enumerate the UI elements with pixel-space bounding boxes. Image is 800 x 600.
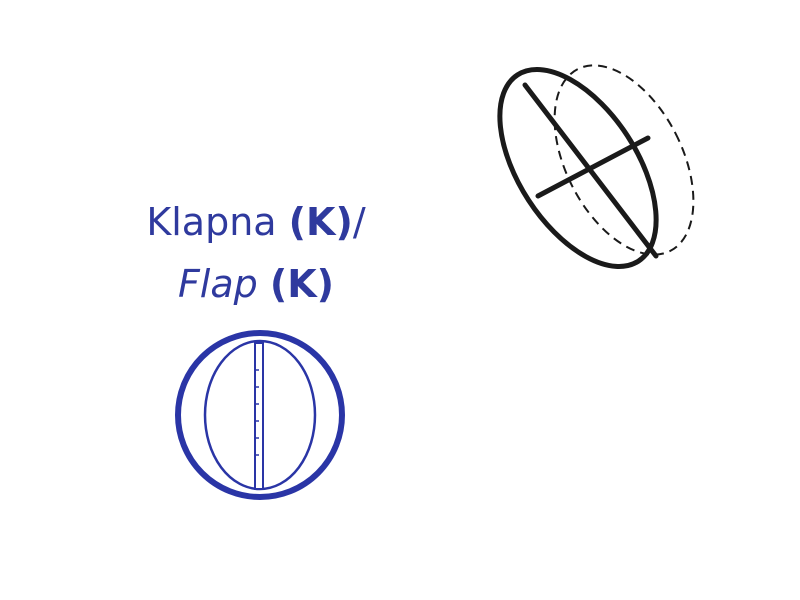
symbol-flap-blade xyxy=(254,342,264,490)
symbol-blade-ticks xyxy=(255,369,259,456)
klapna-code: (K) xyxy=(288,200,353,244)
label-separator: / xyxy=(352,200,366,244)
flap-damper-sketch-icon xyxy=(470,30,760,300)
sketch-cross-line xyxy=(535,135,651,199)
flap-label-line-1: Klapna (K)/ xyxy=(0,203,512,241)
symbol-outer-circle xyxy=(175,330,345,500)
flap-text: Flap xyxy=(177,262,258,306)
flap-damper-symbol-icon xyxy=(170,325,350,505)
sketch-solid-ellipse xyxy=(497,67,659,269)
flap-label-line-2: Flap (K) xyxy=(0,265,512,303)
sketch-dashed-ellipse xyxy=(553,64,695,256)
flap-code: (K) xyxy=(269,262,335,306)
klapna-text: Klapna xyxy=(146,200,277,244)
